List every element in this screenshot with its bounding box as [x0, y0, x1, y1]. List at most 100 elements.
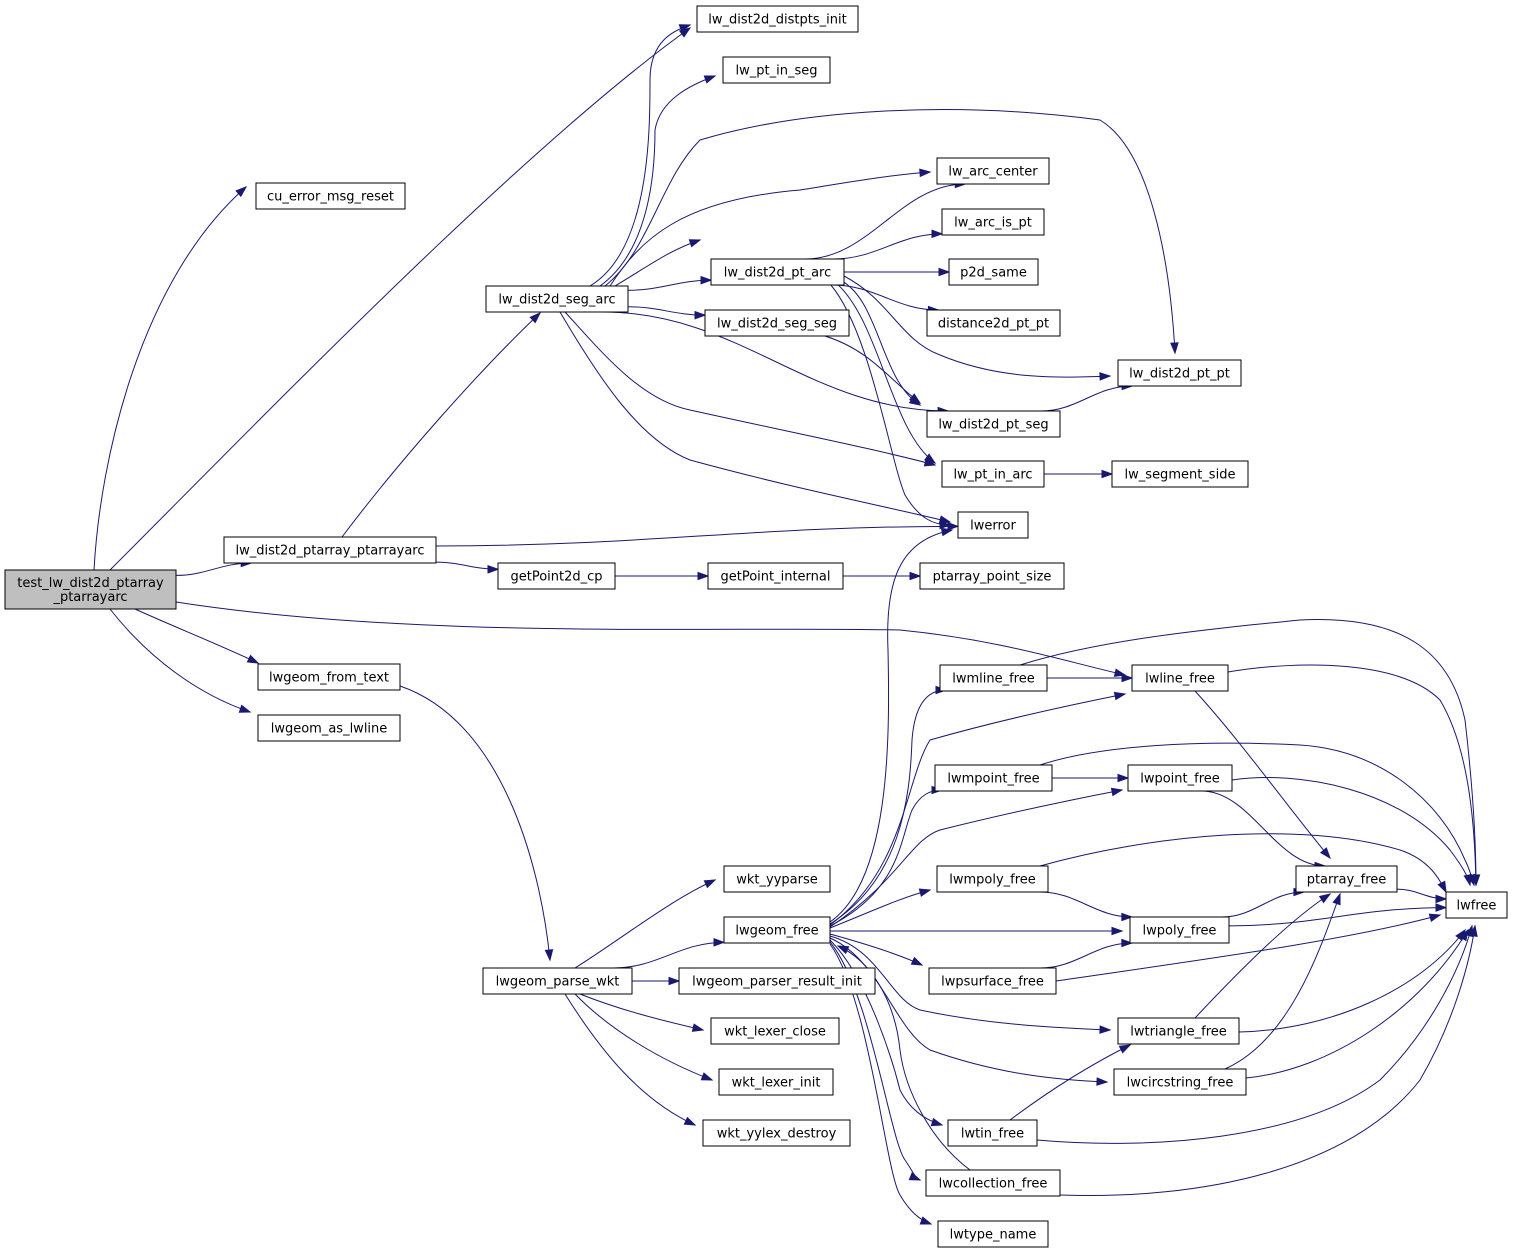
node-lw_dist2d_seg_seg[interactable]: lw_dist2d_seg_seg — [704, 309, 850, 337]
edge-line — [805, 183, 966, 260]
node-lw_arc_center[interactable]: lw_arc_center — [936, 157, 1050, 185]
node-wkt_yyparse[interactable]: wkt_yyparse — [723, 865, 831, 893]
node-lw_arc_is_pt[interactable]: lw_arc_is_pt — [941, 208, 1045, 236]
node-lwline_free[interactable]: lwline_free — [1131, 664, 1229, 692]
arrowhead-icon — [1428, 913, 1442, 922]
node-test_lw_dist2d_ptarray_ptarrayarc[interactable]: test_lw_dist2d_ptarray_ptarrayarc — [4, 569, 177, 610]
arrowhead-icon — [691, 1023, 705, 1032]
arrowhead-icon — [940, 527, 954, 537]
node-box — [723, 865, 831, 893]
node-lw_pt_in_arc[interactable]: lw_pt_in_arc — [941, 460, 1045, 488]
edge-line — [829, 935, 1111, 1031]
edge-line — [134, 608, 259, 664]
edge-line — [574, 993, 713, 1081]
edge-test_lw_dist2d_ptarray_ptarrayarc-to-cu_error_msg_reset — [93, 186, 248, 571]
node-lwmpoly_free[interactable]: lwmpoly_free — [936, 865, 1049, 893]
edge-lwpoly_free-to-ptarray_free — [1222, 887, 1306, 918]
node-box — [1445, 891, 1508, 919]
arrowhead-icon — [1469, 924, 1478, 938]
edge-line — [609, 171, 931, 287]
node-lw_dist2d_pt_pt[interactable]: lw_dist2d_pt_pt — [1117, 359, 1242, 387]
node-label: getPoint_internal — [720, 570, 830, 585]
node-label: lwline_free — [1145, 672, 1215, 687]
node-lwgeom_free[interactable]: lwgeom_free — [723, 916, 831, 944]
node-lwtype_name[interactable]: lwtype_name — [937, 1220, 1049, 1248]
node-label: lw_segment_side — [1125, 468, 1236, 483]
node-lwpoint_free[interactable]: lwpoint_free — [1127, 764, 1233, 792]
node-lwgeom_from_text[interactable]: lwgeom_from_text — [257, 663, 401, 691]
node-lwtriangle_free[interactable]: lwtriangle_free — [1117, 1017, 1240, 1045]
node-lw_dist2d_ptarray_ptarrayarc[interactable]: lw_dist2d_ptarray_ptarrayarc — [223, 536, 437, 564]
node-lwcircstring_free[interactable]: lwcircstring_free — [1113, 1068, 1247, 1096]
node-lw_dist2d_distpts_init[interactable]: lw_dist2d_distpts_init — [696, 5, 859, 33]
node-cu_error_msg_reset[interactable]: cu_error_msg_reset — [255, 182, 406, 210]
edge-lw_dist2d_ptarray_ptarrayarc-to-lwerror — [435, 522, 960, 547]
arrowhead-icon — [1118, 1044, 1132, 1054]
node-ptarray_point_size[interactable]: ptarray_point_size — [919, 562, 1065, 590]
node-lwgeom_as_lwline[interactable]: lwgeom_as_lwline — [257, 714, 401, 742]
node-lwcollection_free[interactable]: lwcollection_free — [925, 1169, 1061, 1197]
node-getPoint2d_cp[interactable]: getPoint2d_cp — [497, 562, 616, 590]
edge-line — [599, 75, 716, 287]
arrowhead-icon — [544, 949, 554, 962]
edge-lwgeom_parse_wkt-to-wkt_yylex_destroy — [564, 993, 697, 1126]
node-lwfree[interactable]: lwfree — [1445, 891, 1508, 919]
node-lw_dist2d_pt_arc[interactable]: lw_dist2d_pt_arc — [710, 258, 845, 286]
node-box — [957, 511, 1029, 539]
node-distance2d_pt_pt[interactable]: distance2d_pt_pt — [926, 309, 1061, 337]
edge-lw_dist2d_seg_arc-to-lw_arc_is_pt — [609, 168, 932, 287]
node-box — [1113, 1068, 1247, 1096]
node-wkt_yylex_destroy[interactable]: wkt_yylex_destroy — [702, 1119, 851, 1147]
edge-line — [1055, 914, 1441, 982]
node-getPoint_internal[interactable]: getPoint_internal — [707, 562, 844, 590]
node-lw_pt_in_seg[interactable]: lw_pt_in_seg — [722, 56, 831, 84]
edge-line — [1228, 907, 1447, 927]
node-label: lwmpoint_free — [947, 772, 1039, 787]
edge-line — [435, 525, 959, 547]
node-lwmpoint_free[interactable]: lwmpoint_free — [934, 764, 1053, 792]
arrowhead-icon — [529, 311, 542, 324]
edge-test_lw_dist2d_ptarray_ptarrayarc-to-lwgeom_as_lwline — [109, 608, 252, 713]
node-box — [4, 569, 177, 610]
node-box — [936, 865, 1049, 893]
edge-lwgeom_free-to-lwtype_name — [829, 943, 933, 1225]
edge-line — [175, 601, 1126, 676]
node-wkt_lexer_close[interactable]: wkt_lexer_close — [710, 1017, 840, 1045]
edge-lwgeom_free-to-lwcircstring_free — [829, 937, 1109, 1086]
edge-getPoint2d_cp-to-getPoint_internal — [615, 571, 710, 581]
arrowhead-icon — [1121, 673, 1134, 683]
node-label: lw_dist2d_pt_seg — [938, 418, 1048, 433]
edge-lwcollection_free-to-lwfree — [1059, 924, 1478, 1196]
node-lwpsurface_free[interactable]: lwpsurface_free — [928, 967, 1057, 995]
node-lw_segment_side[interactable]: lw_segment_side — [1111, 460, 1249, 488]
node-lw_dist2d_pt_seg[interactable]: lw_dist2d_pt_seg — [926, 410, 1061, 438]
node-box — [926, 410, 1061, 438]
edge-line — [564, 311, 936, 466]
node-wkt_lexer_init[interactable]: wkt_lexer_init — [718, 1068, 834, 1096]
node-lwtin_free[interactable]: lwtin_free — [947, 1119, 1038, 1147]
node-lwerror[interactable]: lwerror — [957, 511, 1029, 539]
node-p2d_same[interactable]: p2d_same — [948, 258, 1039, 286]
node-label: wkt_lexer_close — [724, 1025, 826, 1040]
edge-line — [589, 24, 691, 287]
edge-line — [829, 689, 947, 925]
node-ptarray_free[interactable]: ptarray_free — [1295, 865, 1398, 893]
node-label: lwtriangle_free — [1130, 1025, 1227, 1040]
edge-lwline_free-to-lwfree — [1227, 664, 1481, 887]
arrowhead-icon — [235, 186, 248, 198]
node-lwgeom_parser_result_init[interactable]: lwgeom_parser_result_init — [678, 967, 876, 995]
edge-line — [1224, 893, 1341, 1070]
arrowhead-icon — [1113, 691, 1127, 701]
node-box — [1129, 916, 1230, 944]
node-lwmline_free[interactable]: lwmline_free — [939, 664, 1048, 692]
edge-line — [829, 789, 943, 927]
node-lwpoly_free[interactable]: lwpoly_free — [1129, 916, 1230, 944]
node-lwgeom_parse_wkt[interactable]: lwgeom_parse_wkt — [482, 967, 633, 995]
arrowhead-icon — [1170, 342, 1179, 355]
arrowhead-icon — [668, 976, 681, 986]
edge-lwgeom_parse_wkt-to-lwgeom_parser_result_init — [632, 976, 681, 986]
edge-line — [1009, 1044, 1131, 1121]
node-lw_dist2d_seg_arc[interactable]: lw_dist2d_seg_arc — [485, 285, 629, 313]
node-box — [704, 309, 850, 337]
edge-line — [1019, 619, 1477, 886]
